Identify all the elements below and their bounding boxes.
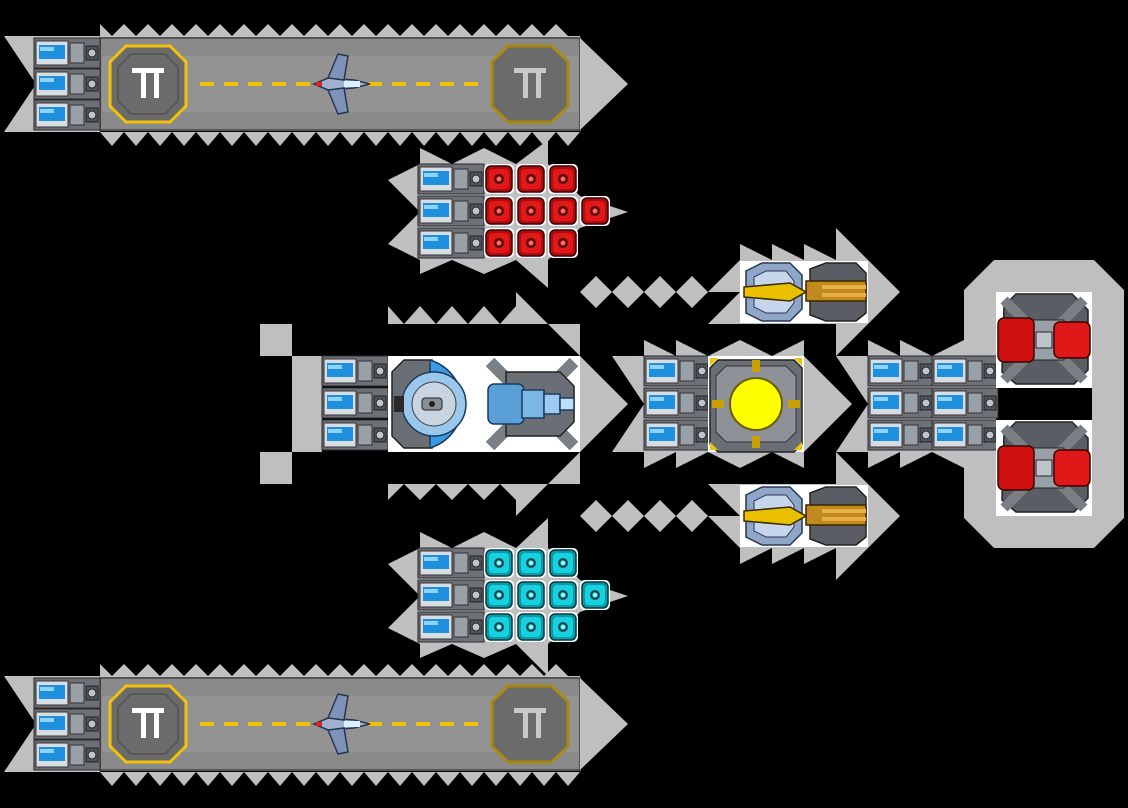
hangar-nose xyxy=(580,678,628,770)
cannon-dome xyxy=(388,356,484,452)
red-cell-icon xyxy=(483,195,515,227)
thruster-stack xyxy=(417,163,485,259)
cyan-cell-icon xyxy=(515,579,547,611)
thruster-stack xyxy=(321,355,389,451)
landing-pad-icon xyxy=(108,44,188,124)
thruster-stack xyxy=(867,355,999,451)
thruster-stack xyxy=(33,677,101,771)
hangar-nose xyxy=(580,38,628,130)
connector-diamonds-upper xyxy=(580,276,708,308)
red-battery-module[interactable] xyxy=(388,140,628,288)
main-cannon-module[interactable] xyxy=(260,292,628,516)
cyan-cell-icon xyxy=(547,579,579,611)
red-cell-icon xyxy=(547,195,579,227)
landing-pad-icon xyxy=(490,684,570,764)
cyan-cell-icon xyxy=(547,611,579,643)
red-gun-icon xyxy=(996,292,1092,388)
hangar-module-top[interactable] xyxy=(4,24,628,146)
hangar-spikes-top xyxy=(100,664,580,680)
gold-turret-icon xyxy=(739,484,869,548)
cyan-cell-icon xyxy=(483,611,515,643)
rear-weapon-module[interactable] xyxy=(836,260,1124,548)
hangar-module-bottom[interactable] xyxy=(4,664,628,786)
reactor-core-icon xyxy=(708,356,804,453)
thruster-stack xyxy=(417,547,485,643)
hangar-spikes-bottom xyxy=(100,132,580,146)
cyan-cell-icon xyxy=(579,579,611,611)
red-gun-icon xyxy=(996,420,1092,516)
thruster-stack xyxy=(33,37,101,131)
landing-pad-icon xyxy=(490,44,570,124)
gold-turret-icon xyxy=(739,260,869,324)
connector-diamonds-lower xyxy=(580,500,708,532)
red-cell-icon xyxy=(515,195,547,227)
cannon-hull-lower xyxy=(260,452,580,516)
cyan-cell-icon xyxy=(483,547,515,579)
red-cell-icon xyxy=(547,163,579,195)
hangar-spikes-top xyxy=(100,24,580,40)
cyan-battery-module[interactable] xyxy=(388,518,628,676)
cyan-cell-icon xyxy=(515,611,547,643)
turret-module-upper[interactable] xyxy=(708,228,900,356)
reactor-module[interactable] xyxy=(612,340,852,468)
plasma-cannon-icon xyxy=(484,356,580,452)
turret-module-lower[interactable] xyxy=(708,452,900,580)
cannon-hull-nose xyxy=(580,356,628,452)
red-cell-icon xyxy=(579,195,611,227)
red-cell-icon xyxy=(547,227,579,259)
red-cell-icon xyxy=(515,227,547,259)
red-cell-icon xyxy=(483,163,515,195)
landing-pad-icon xyxy=(108,684,188,764)
cyan-cell-icon xyxy=(483,579,515,611)
red-cell-icon xyxy=(483,227,515,259)
cyan-cell-icon xyxy=(547,547,579,579)
red-cell-icon xyxy=(515,163,547,195)
hangar-spikes-bottom xyxy=(100,772,580,786)
cyan-cell-icon xyxy=(515,547,547,579)
thruster-stack xyxy=(643,355,711,451)
cannon-hull-upper xyxy=(260,292,580,356)
